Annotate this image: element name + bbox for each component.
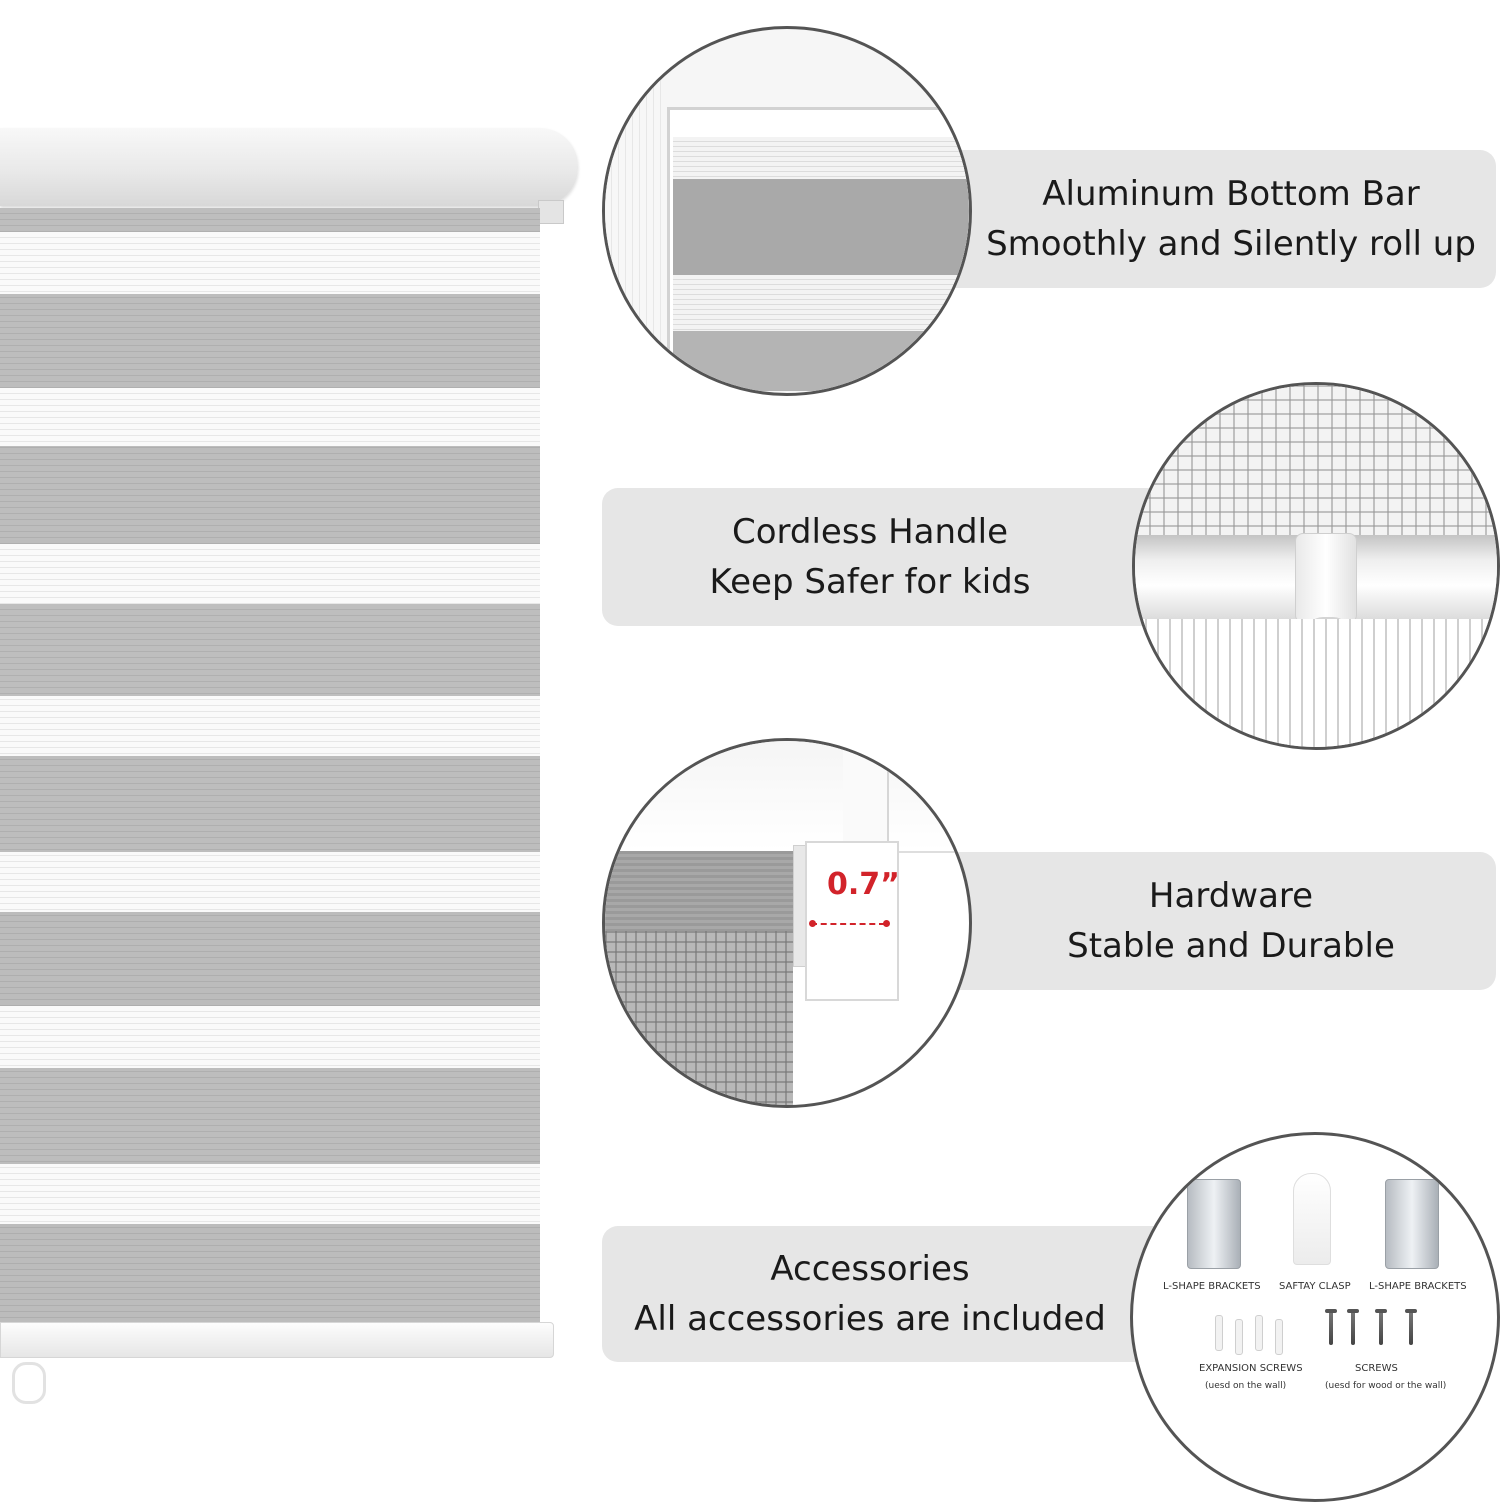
accessory-label: SAFTAY CLASP bbox=[1279, 1281, 1351, 1292]
screw-icon bbox=[1347, 1309, 1359, 1345]
accessory-label: SCREWS bbox=[1355, 1363, 1398, 1374]
feature-subtitle: All accessories are included bbox=[634, 1299, 1106, 1339]
safety-clasp-icon bbox=[1293, 1173, 1331, 1265]
detail-circle-cordless-handle bbox=[1132, 382, 1500, 750]
grey-band bbox=[673, 331, 969, 391]
expansion-screw-icon bbox=[1215, 1315, 1223, 1351]
handle-clip bbox=[1295, 533, 1357, 623]
fabric-roll bbox=[605, 851, 793, 931]
l-shape-bracket-icon bbox=[1385, 1179, 1439, 1269]
feature-subtitle: Keep Safer for kids bbox=[709, 562, 1031, 602]
expansion-screw-icon bbox=[1275, 1319, 1283, 1355]
accessory-note: (uesd on the wall) bbox=[1205, 1381, 1287, 1391]
accessory-label: L-SHAPE BRACKETS bbox=[1163, 1281, 1261, 1292]
detail-circle-accessories: L-SHAPE BRACKETS SAFTAY CLASP L-SHAPE BR… bbox=[1130, 1132, 1500, 1502]
sheer-band bbox=[673, 137, 969, 179]
feature-label-cordless-handle: Cordless Handle Keep Safer for kids bbox=[602, 488, 1168, 626]
screw-icon bbox=[1375, 1309, 1387, 1345]
expansion-screw-icon bbox=[1255, 1315, 1263, 1351]
zebra-blind-fabric bbox=[0, 208, 540, 1326]
feature-subtitle: Stable and Durable bbox=[1067, 926, 1395, 966]
feature-label-accessories: Accessories All accessories are included bbox=[602, 1226, 1168, 1362]
dimension-dot bbox=[883, 920, 890, 927]
blind-bottom-bar bbox=[0, 1322, 554, 1358]
expansion-screw-icon bbox=[1235, 1319, 1243, 1355]
accessory-label: L-SHAPE BRACKETS bbox=[1369, 1281, 1467, 1292]
detail-circle-hardware: 0.7” bbox=[602, 738, 972, 1108]
feature-label-hardware: Hardware Stable and Durable bbox=[930, 852, 1496, 990]
feature-title: Aluminum Bottom Bar bbox=[1042, 174, 1420, 214]
feature-subtitle: Smoothly and Silently roll up bbox=[986, 224, 1476, 264]
screw-icon bbox=[1405, 1309, 1417, 1345]
accessory-note: (uesd for wood or the wall) bbox=[1325, 1381, 1447, 1391]
grey-band bbox=[673, 179, 969, 275]
dimension-label: 0.7” bbox=[827, 867, 900, 902]
sheer-band bbox=[673, 275, 969, 331]
detail-circle-bottom-bar bbox=[602, 26, 972, 396]
blind-headrail bbox=[0, 128, 578, 206]
headrail-bracket bbox=[538, 200, 564, 224]
mesh-fabric bbox=[1135, 385, 1497, 535]
dimension-dot bbox=[809, 920, 816, 927]
feature-title: Cordless Handle bbox=[731, 512, 1008, 552]
sheer-fabric-texture bbox=[0, 208, 540, 1326]
feature-label-bottom-bar: Aluminum Bottom Bar Smoothly and Silentl… bbox=[930, 150, 1496, 288]
headrail-detail bbox=[605, 741, 969, 853]
mounting-bracket bbox=[843, 741, 889, 841]
hanging-fabric bbox=[605, 931, 793, 1105]
feature-title: Hardware bbox=[1148, 876, 1314, 916]
screw-icon bbox=[1325, 1309, 1337, 1345]
dimension-line bbox=[811, 923, 885, 925]
accessory-label: EXPANSION SCREWS bbox=[1199, 1363, 1303, 1374]
feature-title: Accessories bbox=[770, 1249, 970, 1289]
fabric-edge bbox=[605, 29, 661, 393]
l-shape-bracket-icon bbox=[1187, 1179, 1241, 1269]
sheer-fabric bbox=[1135, 619, 1497, 747]
blind-pull-handle bbox=[12, 1362, 46, 1404]
